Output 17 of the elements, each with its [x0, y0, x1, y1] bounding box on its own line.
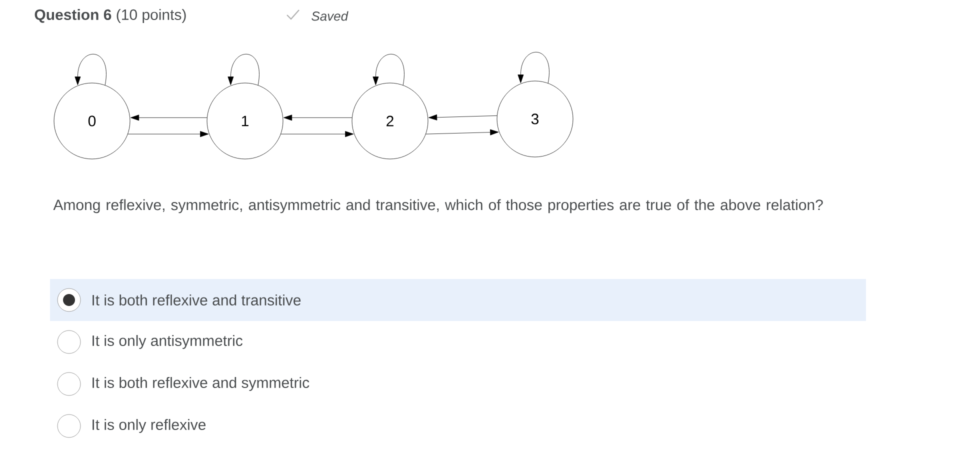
question-text: Among reflexive, symmetric, antisymmetric and transitive, which of those properties are true of the above relation? [53, 199, 823, 214]
arrow [130, 114, 208, 121]
option-text: It is both reflexive and symmetric [92, 377, 310, 391]
selected-option: It is both reflexive and transitive [50, 279, 866, 321]
option-text: It is only reflexive [92, 419, 206, 433]
arrow [280, 131, 354, 138]
arrow [426, 129, 499, 136]
arrow [372, 54, 404, 86]
arrow [128, 131, 209, 138]
status-text: Saved [312, 11, 348, 21]
arrow [284, 114, 352, 121]
arrow [74, 54, 106, 86]
arrow [518, 52, 550, 84]
option-text: It is only antisymmetric [92, 335, 242, 349]
title: Question 6 (10 points) [34, 9, 186, 23]
arrow [228, 54, 260, 86]
arrow [428, 114, 498, 120]
